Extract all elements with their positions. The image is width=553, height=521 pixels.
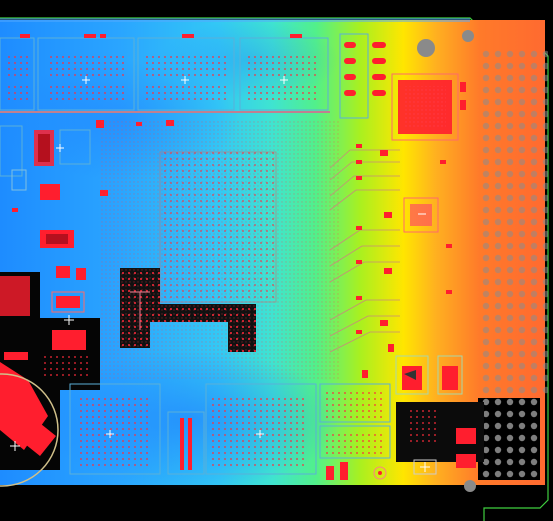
right-processor-area	[339, 30, 484, 492]
top-component-rows	[0, 34, 330, 126]
fanout-traces	[329, 149, 400, 353]
via-dot-field	[100, 120, 340, 380]
bottom-component-row	[69, 383, 391, 480]
inductor-outline	[0, 373, 59, 487]
right-scattered-pads	[356, 82, 466, 378]
left-components	[0, 120, 108, 280]
left-power-block	[0, 272, 100, 487]
connector-via-field	[478, 48, 548, 398]
